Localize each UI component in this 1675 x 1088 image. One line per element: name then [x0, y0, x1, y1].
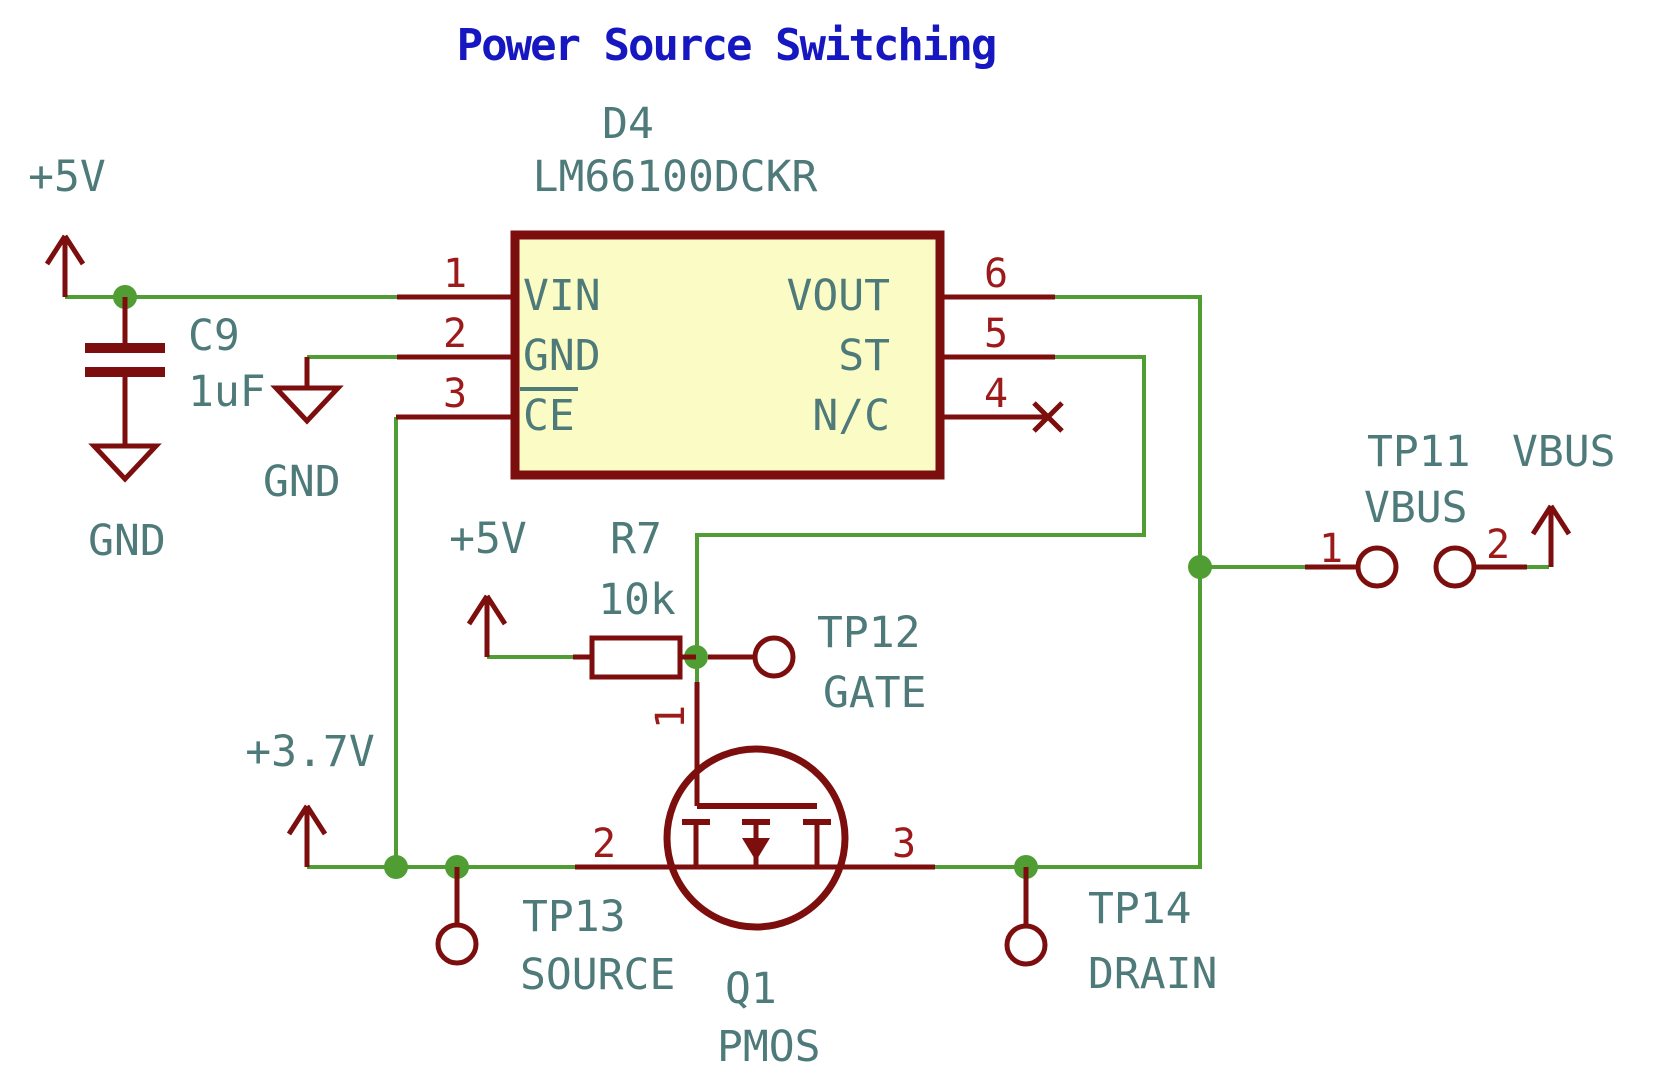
q1-value: PMOS [717, 1022, 821, 1072]
pin-number-2: 2 [443, 311, 467, 357]
testpoint-tp14[interactable] [1004, 867, 1048, 967]
power-5v-r7[interactable] [466, 594, 508, 657]
pin-number-6: 6 [984, 251, 1008, 297]
gnd-triangle-icon [88, 443, 162, 483]
tp14-reference: TP14 [1088, 884, 1192, 934]
testpoint-circle-icon[interactable] [1355, 545, 1399, 589]
power-arrow-up-icon [44, 234, 86, 297]
testpoint-tp12[interactable] [708, 635, 796, 679]
wire-st-to-gate[interactable] [695, 355, 1146, 682]
testpoint-tp11[interactable] [1305, 545, 1527, 589]
body-diode-arrow-icon [742, 838, 770, 861]
transistor-q1[interactable] [575, 682, 935, 931]
pin-number-1: 1 [443, 251, 467, 297]
power-arrow-up-icon [1530, 504, 1572, 567]
gnd-symbol-pin2[interactable] [270, 357, 344, 425]
pin-name-vout: VOUT [786, 271, 890, 321]
junction-ce-source[interactable] [384, 855, 408, 879]
page-title: Power Source Switching [457, 20, 996, 71]
power-arrow-up-icon [286, 804, 328, 867]
tp12-reference: TP12 [817, 608, 921, 658]
tp11-net-label: VBUS [1512, 427, 1616, 477]
cap-reference: C9 [188, 311, 240, 361]
power-label-5v-left: +5V [28, 152, 106, 202]
resistor-reference: R7 [610, 514, 662, 564]
tp14-label: DRAIN [1088, 949, 1217, 999]
resistor-value: 10k [598, 575, 676, 625]
power-label-3v7: +3.7V [245, 727, 374, 777]
tp11-pin-number-2: 2 [1486, 522, 1510, 568]
power-vbus[interactable] [1530, 504, 1572, 567]
tp13-label: SOURCE [520, 950, 675, 1000]
power-label-5v-r7: +5V [449, 514, 527, 564]
tp12-label: GATE [823, 668, 927, 718]
tp11-pin-number-1: 1 [1319, 526, 1343, 572]
gnd-symbol-c9[interactable] [88, 443, 162, 483]
pin-name-ce: CE [523, 391, 575, 441]
power-5v-left[interactable] [44, 234, 86, 297]
testpoint-circle-icon[interactable] [435, 922, 479, 966]
testpoint-circle-icon[interactable] [1433, 545, 1477, 589]
tp13-reference: TP13 [522, 892, 626, 942]
no-connect-x-icon [1032, 401, 1064, 433]
ic-value: LM66100DCKR [533, 152, 818, 202]
pin-number-5: 5 [984, 311, 1008, 357]
pin-name-st: ST [838, 331, 890, 381]
q1-pin-number-drain: 3 [892, 821, 916, 867]
testpoint-tp13[interactable] [435, 867, 479, 966]
pin-name-vin: VIN [523, 271, 601, 321]
tp11-value: VBUS [1364, 483, 1468, 533]
q1-reference: Q1 [725, 964, 777, 1014]
mosfet-body-circle[interactable] [663, 745, 849, 931]
power-arrow-up-icon [466, 594, 508, 657]
wire-vout-loop[interactable] [935, 295, 1202, 869]
ic-lm66100[interactable] [396, 230, 1064, 480]
testpoint-circle-icon[interactable] [752, 635, 796, 679]
ic-reference: D4 [602, 99, 654, 149]
junction-vbus[interactable] [1188, 555, 1212, 579]
gnd-label-c9: GND [88, 516, 166, 566]
q1-pin-number-source: 2 [592, 821, 616, 867]
resistor-r7[interactable] [573, 635, 696, 680]
testpoint-circle-icon[interactable] [1004, 923, 1048, 967]
resistor-body[interactable] [589, 635, 683, 680]
pin-name-gnd: GND [523, 331, 601, 381]
q1-pin-number-gate: 1 [648, 705, 694, 729]
gnd-label-pin2: GND [263, 457, 341, 507]
pin-name-nc: N/C [812, 391, 890, 441]
tp11-reference: TP11 [1367, 427, 1471, 477]
cap-value: 1uF [188, 367, 266, 417]
capacitor-c9[interactable] [85, 297, 165, 444]
pin-number-4: 4 [984, 371, 1008, 417]
power-3v7[interactable] [286, 804, 328, 867]
pin-number-3: 3 [443, 371, 467, 417]
gnd-triangle-icon [270, 385, 344, 425]
